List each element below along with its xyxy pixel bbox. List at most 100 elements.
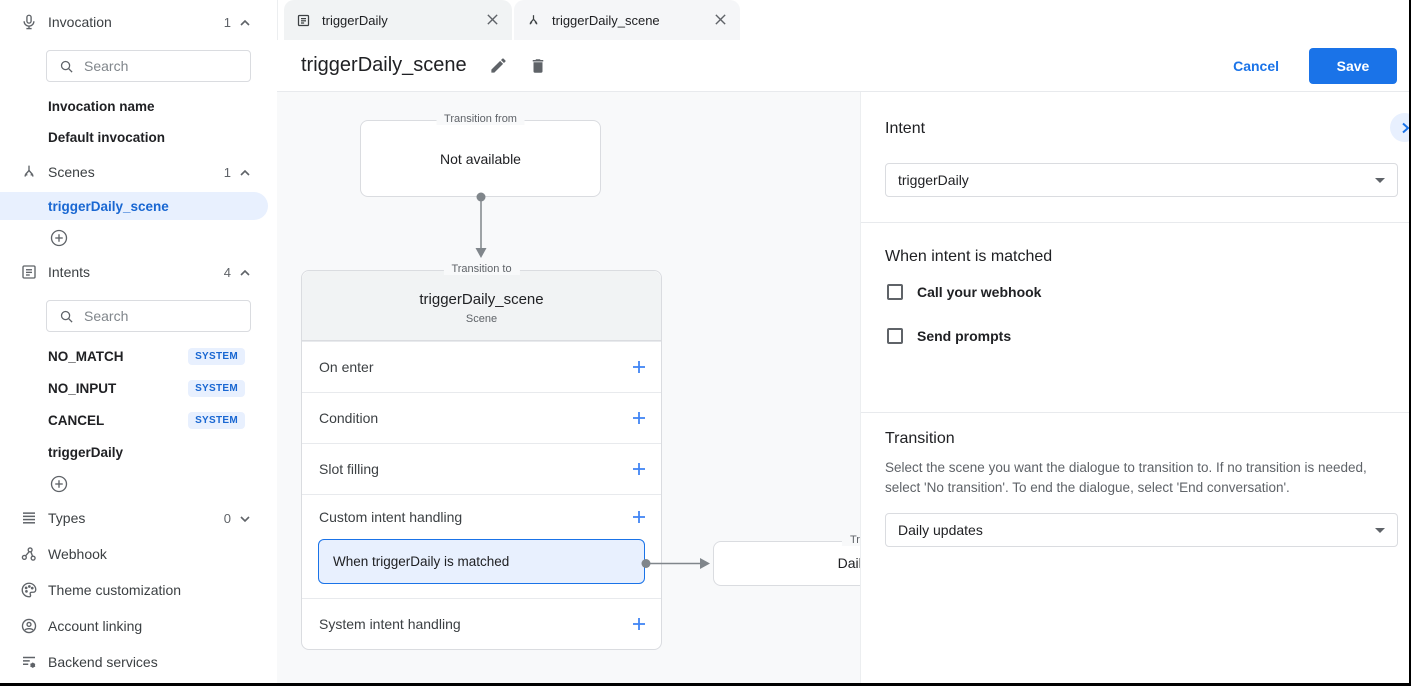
add-system-intent-icon[interactable] [632, 617, 646, 631]
node-legend: Transition from [436, 113, 525, 125]
node-legend: Transition to [443, 263, 520, 275]
sidebar-section-scenes[interactable]: Scenes 1 [0, 156, 277, 188]
sidebar-item-invocation-name[interactable]: Invocation name [0, 92, 277, 120]
dropdown-value: Daily updates [898, 522, 983, 538]
types-icon [20, 509, 38, 527]
transition-dropdown[interactable]: Daily updates [885, 513, 1398, 547]
sidebar-item-account-linking[interactable]: Account linking [0, 610, 277, 642]
row-label: On enter [319, 359, 374, 375]
down-arrow-connector [475, 192, 487, 258]
section-count: 1 [223, 164, 231, 180]
item-label: triggerDaily_scene [48, 198, 169, 214]
row-slot-filling: Slot filling [302, 443, 661, 494]
sidebar-item-triggerdaily[interactable]: triggerDaily [0, 438, 277, 466]
row-custom-intent-handling: Custom intent handling When triggerDaily… [302, 494, 661, 598]
chevron-up-icon[interactable] [239, 266, 251, 278]
edit-icon[interactable] [489, 56, 509, 76]
item-label: CANCEL [48, 412, 105, 428]
cancel-button[interactable]: Cancel [1233, 57, 1279, 74]
search-input[interactable] [84, 58, 234, 74]
dropdown-value: triggerDaily [898, 172, 969, 188]
row-condition: Condition [302, 392, 661, 443]
item-label: triggerDaily [48, 444, 124, 460]
microphone-icon [20, 13, 38, 31]
row-on-enter: On enter [302, 341, 661, 392]
item-label: Backend services [48, 654, 158, 670]
delete-icon[interactable] [529, 56, 549, 76]
close-tab-icon[interactable] [486, 13, 500, 27]
item-label: NO_MATCH [48, 348, 124, 364]
tab-triggerdaily-scene[interactable]: triggerDaily_scene [514, 0, 740, 40]
sidebar-item-no-input[interactable]: NO_INPUT SYSTEM [0, 374, 277, 402]
add-intent-button[interactable] [0, 474, 277, 494]
chevron-down-icon[interactable] [239, 512, 251, 524]
scene-header: triggerDaily_scene Cancel Save [277, 40, 1411, 92]
sidebar-item-backend-services[interactable]: Backend services [0, 646, 277, 678]
webhook-icon [20, 545, 38, 563]
transition-target-node[interactable]: Transition to Daily updates [713, 534, 860, 586]
intent-handler-when-triggerdaily-matched[interactable]: When triggerDaily is matched [318, 539, 645, 584]
intent-dropdown[interactable]: triggerDaily [885, 163, 1398, 197]
item-label: Account linking [48, 618, 143, 634]
tab-triggerdaily[interactable]: triggerDaily [284, 0, 512, 40]
chevron-right-icon [1401, 122, 1409, 133]
item-label: Invocation name [48, 98, 155, 114]
call-webhook-checkbox-row[interactable]: Call your webhook [887, 284, 1041, 300]
add-circle-icon [50, 229, 68, 247]
transition-from-value: Not available [440, 151, 521, 167]
tab-label: triggerDaily [322, 12, 388, 28]
right-arrow-connector [641, 558, 710, 569]
add-condition-icon[interactable] [632, 411, 646, 425]
dropdown-caret-icon [1375, 177, 1385, 183]
section-count: 0 [223, 510, 231, 526]
chevron-up-icon[interactable] [239, 16, 251, 28]
transition-from-node: Transition from Not available [360, 113, 601, 197]
search-input[interactable] [84, 308, 234, 324]
transition-description: Select the scene you want the dialogue t… [885, 460, 1367, 495]
sidebar-section-types[interactable]: Types 0 [0, 502, 277, 534]
row-system-intent-handling: System intent handling [302, 598, 661, 649]
checkbox-label: Send prompts [917, 328, 1012, 344]
sidebar-item-no-match[interactable]: NO_MATCH SYSTEM [0, 342, 277, 370]
intent-tab-icon [296, 12, 312, 28]
transition-target-value: Daily updates [837, 555, 860, 571]
sidebar-section-intents[interactable]: Intents 4 [0, 256, 277, 288]
intents-search[interactable] [46, 300, 251, 332]
row-label: Condition [319, 410, 379, 426]
item-label: Theme customization [48, 582, 182, 598]
section-label: Types [48, 510, 86, 526]
checkbox-unchecked[interactable] [887, 328, 903, 344]
add-custom-intent-icon[interactable] [632, 510, 646, 524]
checkbox-label: Call your webhook [917, 284, 1042, 300]
section-label: Invocation [48, 14, 112, 30]
sidebar-item-cancel[interactable]: CANCEL SYSTEM [0, 406, 277, 434]
sidebar-item-triggerdaily-scene[interactable]: triggerDaily_scene [0, 192, 268, 220]
add-scene-button[interactable] [0, 228, 277, 248]
close-tab-icon[interactable] [714, 13, 728, 27]
system-badge: SYSTEM [188, 411, 245, 429]
item-label: Webhook [48, 546, 107, 562]
send-prompts-checkbox-row[interactable]: Send prompts [887, 328, 1011, 344]
sidebar: Invocation 1 Invocation name Default inv… [0, 0, 277, 683]
page-title: triggerDaily_scene [301, 54, 467, 76]
chevron-up-icon[interactable] [239, 166, 251, 178]
section-count: 1 [223, 14, 231, 30]
add-slot-filling-icon[interactable] [632, 462, 646, 476]
collapse-panel-button[interactable] [1390, 113, 1411, 142]
sidebar-item-webhook[interactable]: Webhook [0, 538, 277, 570]
sidebar-item-theme-customization[interactable]: Theme customization [0, 574, 277, 606]
divider [861, 412, 1409, 413]
divider [861, 222, 1409, 223]
sidebar-section-invocation[interactable]: Invocation 1 [0, 6, 277, 38]
handler-label: When triggerDaily is matched [333, 554, 510, 569]
system-badge: SYSTEM [188, 347, 245, 365]
add-circle-icon [50, 475, 68, 493]
save-button[interactable]: Save [1309, 47, 1397, 84]
sidebar-item-default-invocation[interactable]: Default invocation [0, 123, 277, 151]
palette-icon [20, 581, 38, 599]
add-on-enter-icon[interactable] [632, 360, 646, 374]
checkbox-unchecked[interactable] [887, 284, 903, 300]
invocation-search[interactable] [46, 50, 251, 82]
intent-heading: Intent [885, 120, 926, 137]
